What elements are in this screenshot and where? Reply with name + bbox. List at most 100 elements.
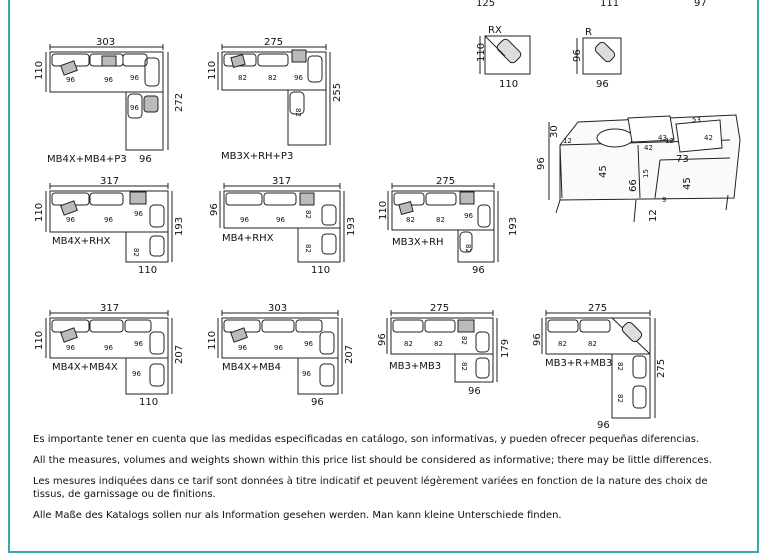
seat-width: 96: [104, 344, 113, 352]
seat-width: 82: [294, 108, 302, 117]
layout-mb3x-rh-p3: 275 110 82 82 96 82 255 MB3X+RH+P3: [207, 37, 343, 162]
dim-left: 110: [34, 61, 45, 80]
dim-bottom: 96: [468, 386, 481, 397]
dim-bottom: 96: [472, 265, 485, 276]
module-dim: 110: [499, 79, 518, 90]
module-code: R: [585, 27, 592, 38]
dim-top: 275: [430, 303, 449, 314]
module-rx: RX 110 110: [476, 25, 531, 90]
seat-width: 96: [134, 340, 143, 348]
side-dim: 12: [665, 137, 674, 145]
dim-left: 96: [532, 333, 543, 346]
dim-bottom: 110: [139, 397, 158, 408]
dim-right: 193: [346, 217, 357, 236]
seat-width: 96: [130, 74, 139, 82]
layout-mb3-r-mb3: 275 96 82 82 82 82 275 96 MB3+R+MB3: [532, 303, 667, 430]
dim-top: 317: [100, 176, 119, 187]
seat-width: 96: [134, 210, 143, 218]
dim-left: 110: [207, 61, 218, 80]
dim-top: 303: [268, 303, 287, 314]
sofa-side-view: 96 30 53 12 42 43 42 12 73 45 66 15 45 9…: [536, 114, 741, 223]
dim-right: 207: [174, 345, 185, 364]
dim-right: 207: [344, 345, 355, 364]
top-number: 125: [476, 0, 495, 9]
layout-code: MB4X+MB4X: [52, 362, 118, 373]
layout-code: MB4+RHX: [222, 233, 274, 244]
seat-width: 82: [406, 216, 415, 224]
dim-left: 110: [378, 201, 389, 220]
side-dim: 66: [628, 179, 639, 192]
seat-width: 82: [268, 74, 277, 82]
side-dim: 73: [676, 154, 689, 165]
sofa-configurations-diagram: 125 111 97 303 110 96 96 96 96 272 96 MB…: [34, 0, 741, 430]
seat-width: 82: [616, 394, 624, 403]
dim-left: 96: [209, 203, 220, 216]
side-dim: 53: [692, 116, 701, 124]
dim-right: 272: [174, 93, 185, 112]
disclaimer-notes: Es importante tener en cuenta que las me…: [33, 433, 733, 530]
dim-bottom: 96: [597, 420, 610, 430]
layout-mb4x-mb4-p3: 303 110 96 96 96 96 272 96 MB4X+MB4+P3: [34, 37, 185, 165]
seat-width: 82: [616, 362, 624, 371]
side-dim: 42: [704, 134, 713, 142]
layout-code: MB3+R+MB3: [545, 358, 612, 369]
side-dim: 45: [598, 165, 609, 178]
seat-width: 96: [104, 76, 113, 84]
side-dim: 43: [658, 134, 667, 142]
top-number: 111: [600, 0, 619, 9]
seat-width: 82: [558, 340, 567, 348]
side-dim: 12: [648, 209, 659, 222]
dim-right: 193: [508, 217, 519, 236]
side-dim: 45: [682, 177, 693, 190]
module-dim: 96: [596, 79, 609, 90]
side-dim: 30: [549, 125, 560, 138]
seat-width: 96: [132, 370, 141, 378]
seat-width: 96: [294, 74, 303, 82]
side-dim: 12: [563, 137, 572, 145]
seat-width: 96: [274, 344, 283, 352]
seat-width: 82: [436, 216, 445, 224]
layout-mb4x-mb4: 303 110 96 96 96 96 207 96 MB4X+MB4: [207, 303, 355, 408]
seat-width: 96: [302, 370, 311, 378]
module-r: R 96 96: [572, 27, 622, 90]
dim-top: 275: [264, 37, 283, 48]
layout-code: MB4X+RHX: [52, 236, 111, 247]
side-dim: 42: [644, 144, 653, 152]
note-english: All the measures, volumes and weights sh…: [33, 455, 712, 466]
module-dim: 110: [476, 43, 487, 62]
seat-width: 82: [588, 340, 597, 348]
dim-left: 96: [377, 333, 388, 346]
dim-top: 275: [588, 303, 607, 314]
seat-width: 82: [304, 210, 312, 219]
seat-width: 96: [304, 340, 313, 348]
seat-width: 96: [66, 76, 75, 84]
dim-top: 317: [272, 176, 291, 187]
dim-top: 303: [96, 37, 115, 48]
note-german: Alle Maße des Katalogs sollen nur als In…: [33, 510, 562, 521]
side-dim: 96: [536, 157, 547, 170]
dim-top: 275: [436, 176, 455, 187]
layout-mb4x-rhx: 317 110 96 96 96 82 193 110 MB4X+RHX: [34, 176, 185, 276]
layout-code: MB3+MB3: [389, 361, 441, 372]
seat-width: 96: [238, 344, 247, 352]
layout-mb3-mb3: 275 96 82 82 82 82 179 96 MB3+MB3: [377, 303, 511, 397]
seat-width: 82: [404, 340, 413, 348]
layout-code: MB4X+MB4: [222, 362, 281, 373]
layout-mb4x-mb4x: 317 110 96 96 96 96 207 110 MB4X+MB4X: [34, 303, 185, 408]
seat-width: 82: [304, 244, 312, 253]
layout-code: MB4X+MB4+P3: [47, 154, 127, 165]
dim-right: 193: [174, 217, 185, 236]
dim-left: 110: [34, 203, 45, 222]
module-dim: 96: [572, 49, 583, 62]
layout-mb4-rhx: 317 96 96 96 82 82 193 110 MB4+RHX: [209, 176, 357, 276]
seat-width: 96: [276, 216, 285, 224]
layout-code: MB3X+RH+P3: [221, 151, 293, 162]
page-frame: [8, 0, 759, 553]
seat-width: 96: [240, 216, 249, 224]
note-french: Les mesures indiquées dans ce tarif sont…: [33, 476, 708, 500]
layout-mb3x-rh: 275 110 82 82 96 82 193 96 MB3X+RH: [378, 176, 519, 276]
seat-width: 82: [434, 340, 443, 348]
dim-right: 255: [332, 83, 343, 102]
module-code: RX: [488, 25, 502, 36]
dim-left: 110: [34, 331, 45, 350]
